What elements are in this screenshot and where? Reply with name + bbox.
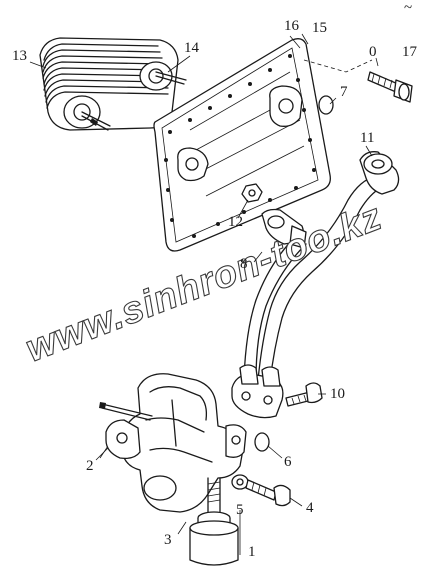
callout-13: 13 [12,48,27,64]
callout-4: 4 [306,500,314,516]
cooler-cover-plate [153,38,331,252]
callout-12: 12 [228,214,243,230]
callout-leaders [29,55,379,535]
o-ring-6 [254,432,270,452]
nut-12 [241,183,263,203]
callout-7: 7 [340,84,348,100]
callout-0: 0 [369,44,377,60]
bolt-4-and-washer-5 [231,474,291,507]
callout-1: 1 [248,544,256,560]
bolt-10 [285,382,323,407]
bolt-17 [367,71,413,103]
callout-2: 2 [86,458,94,474]
oil-cooler-core [39,37,179,131]
filter-housing [99,373,247,513]
callout-11: 11 [360,130,374,146]
callout-16: 16 [284,18,300,34]
callout-5: 5 [236,502,244,518]
callout-8: 8 [240,256,248,272]
cooler-studs [81,71,187,131]
o-ring-7 [318,95,334,115]
callout-10: 10 [330,386,345,402]
callout-3: 3 [164,532,172,548]
filter-stud-1 [189,477,239,566]
callout-6: 6 [284,454,292,470]
oil-pipes [231,151,400,419]
callout-15: 15 [312,20,327,36]
callout-14: 14 [184,40,200,56]
callout-17: 17 [402,44,418,60]
corner-mark: ~ [404,0,412,16]
